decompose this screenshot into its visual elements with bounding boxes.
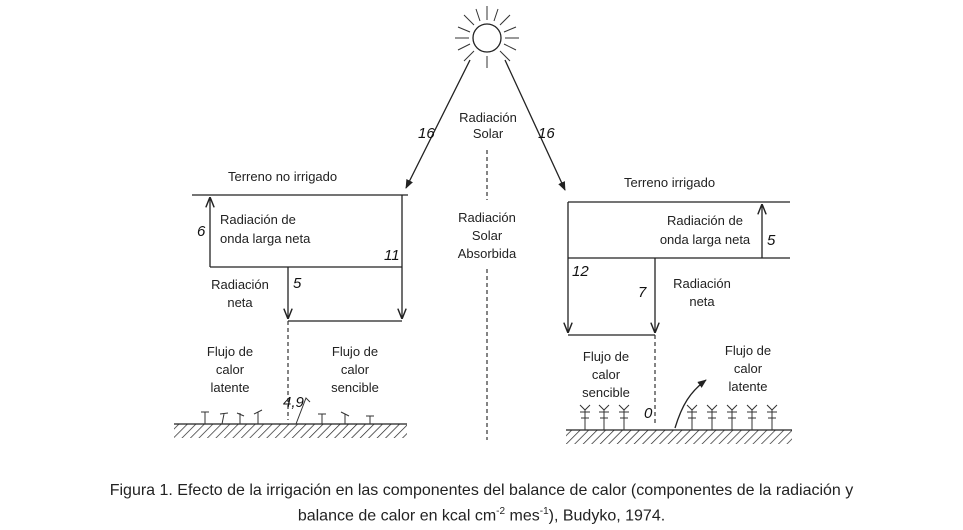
- left-sensible-line1: Flujo de: [332, 344, 378, 359]
- right-latent-line1: Flujo de: [725, 343, 771, 358]
- caption-sup1: -2: [496, 506, 506, 517]
- right-plants-icon: [579, 404, 778, 430]
- left-longwave-line2: onda larga neta: [220, 231, 311, 246]
- left-longwave-line1: Radiación de: [220, 212, 296, 227]
- right-title: Terreno irrigado: [624, 175, 715, 190]
- right-panel: Terreno irrigado 5 Radiación de onda lar…: [566, 175, 792, 444]
- left-panel: Terreno no irrigado 6 Radiación de onda …: [174, 169, 408, 438]
- left-sensible-line3: sencible: [331, 380, 379, 395]
- heat-balance-diagram: 16 16 Radiación Solar Radiación Solar Ab…: [174, 6, 792, 444]
- caption-line2-b: mes: [505, 507, 540, 525]
- right-sensible-line2: calor: [592, 367, 621, 382]
- caption-line1: Figura 1. Efecto de la irrigación en las…: [109, 482, 854, 499]
- right-latent-line3: latente: [728, 379, 767, 394]
- center-label-line2: Solar: [472, 228, 503, 243]
- right-net-line2: neta: [689, 294, 715, 309]
- figure-caption: Figura 1. Efecto de la irrigación en las…: [0, 480, 963, 526]
- left-net-value: 5: [293, 275, 302, 292]
- right-ground-icon: [566, 430, 792, 444]
- left-sensible-line2: calor: [341, 362, 370, 377]
- right-sensible-line1: Flujo de: [583, 349, 629, 364]
- sun-icon: [455, 6, 519, 68]
- solar-value-right: 16: [538, 125, 555, 142]
- left-latent-line1: Flujo de: [207, 344, 253, 359]
- right-left-value: 12: [572, 263, 589, 280]
- left-latent-line2: calor: [216, 362, 245, 377]
- center-label-line1: Radiación: [458, 210, 516, 225]
- solar-value-left: 16: [418, 125, 435, 142]
- left-title: Terreno no irrigado: [228, 169, 337, 184]
- right-net-value: 7: [638, 284, 647, 301]
- right-longwave-line1: Radiación de: [667, 213, 743, 228]
- caption-line2-a: balance de calor en kcal cm: [297, 507, 497, 525]
- left-ground-value: 4,9: [283, 394, 305, 411]
- caption-line2-c: ), Budyko, 1974.: [548, 507, 666, 525]
- left-net-line2: neta: [227, 295, 253, 310]
- left-latent-line3: latente: [210, 380, 249, 395]
- right-ground-value: 0: [644, 405, 653, 422]
- caption-sup2: -1: [539, 506, 549, 517]
- right-longwave-line2: onda larga neta: [660, 232, 751, 247]
- center-label-line3: Absorbida: [458, 246, 517, 261]
- right-evaporation-arrow: [674, 379, 707, 429]
- caption-line2: balance de calor en kcal cm-2 mes-1), Bu…: [0, 501, 963, 526]
- left-ground-icon: [174, 424, 407, 438]
- right-latent-line2: calor: [734, 361, 763, 376]
- left-net-line1: Radiación: [211, 277, 269, 292]
- left-longwave-value: 6: [197, 223, 206, 240]
- solar-label-line2: Solar: [473, 126, 504, 141]
- left-plants-icon: [201, 397, 374, 425]
- right-net-line1: Radiación: [673, 276, 731, 291]
- left-right-value: 11: [384, 247, 400, 264]
- right-longwave-value: 5: [767, 232, 776, 249]
- solar-ray-right: [504, 59, 566, 191]
- right-sensible-line3: sencible: [582, 385, 630, 400]
- solar-ray-left: [405, 59, 471, 189]
- solar-label-line1: Radiación: [459, 110, 517, 125]
